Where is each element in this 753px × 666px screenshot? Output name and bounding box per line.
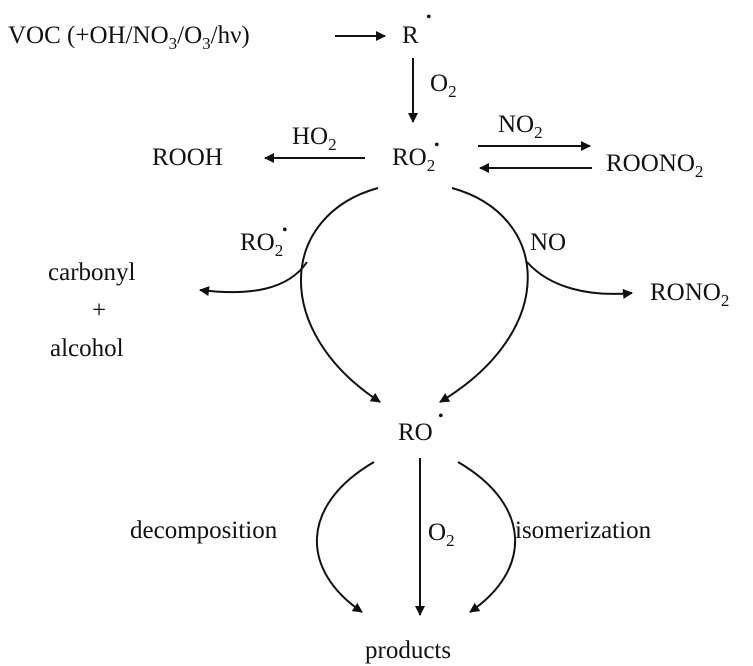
rooh-product: ROOH xyxy=(152,144,223,171)
alkoxy-radical: RO xyxy=(398,419,433,446)
arrow-to-carbonyl-alcohol xyxy=(199,261,308,297)
arc-isomerization xyxy=(457,461,516,613)
ho2-label: HO2 xyxy=(292,123,337,154)
decomposition-label: decomposition xyxy=(130,517,278,544)
o2-label-top: O2 xyxy=(430,70,457,101)
isomerization-label: isomerization xyxy=(515,517,652,544)
alcohol-label: alcohol xyxy=(50,335,124,362)
peroxy-radical: RO2 xyxy=(392,144,435,175)
o2-label-bottom: O2 xyxy=(428,519,455,550)
arc-decomposition xyxy=(316,461,375,613)
rono2-product: RONO2 xyxy=(650,279,729,310)
alkyl-radical-dot: • xyxy=(426,9,432,26)
alkoxy-radical-dot: • xyxy=(438,408,444,425)
peroxy-radical-dot: • xyxy=(434,137,440,154)
no2-label: NO2 xyxy=(498,111,543,142)
right-arc-ro2-to-ro xyxy=(439,187,529,403)
arrow-to-rono2 xyxy=(526,261,633,299)
products-label: products xyxy=(365,637,451,664)
roono2-product: ROONO2 xyxy=(606,150,703,181)
ro2-reagent-dot: • xyxy=(282,222,288,239)
plus-sign: + xyxy=(92,297,106,324)
carbonyl-label: carbonyl xyxy=(48,259,136,286)
alkyl-radical: R xyxy=(402,22,419,49)
no-label: NO xyxy=(530,229,566,256)
ro2-reagent-label: RO2 xyxy=(240,229,283,260)
left-arc-ro2-to-ro xyxy=(300,187,381,403)
voc-oxidants-label: VOC (+OH/NO3/O3/hν) xyxy=(8,22,250,53)
